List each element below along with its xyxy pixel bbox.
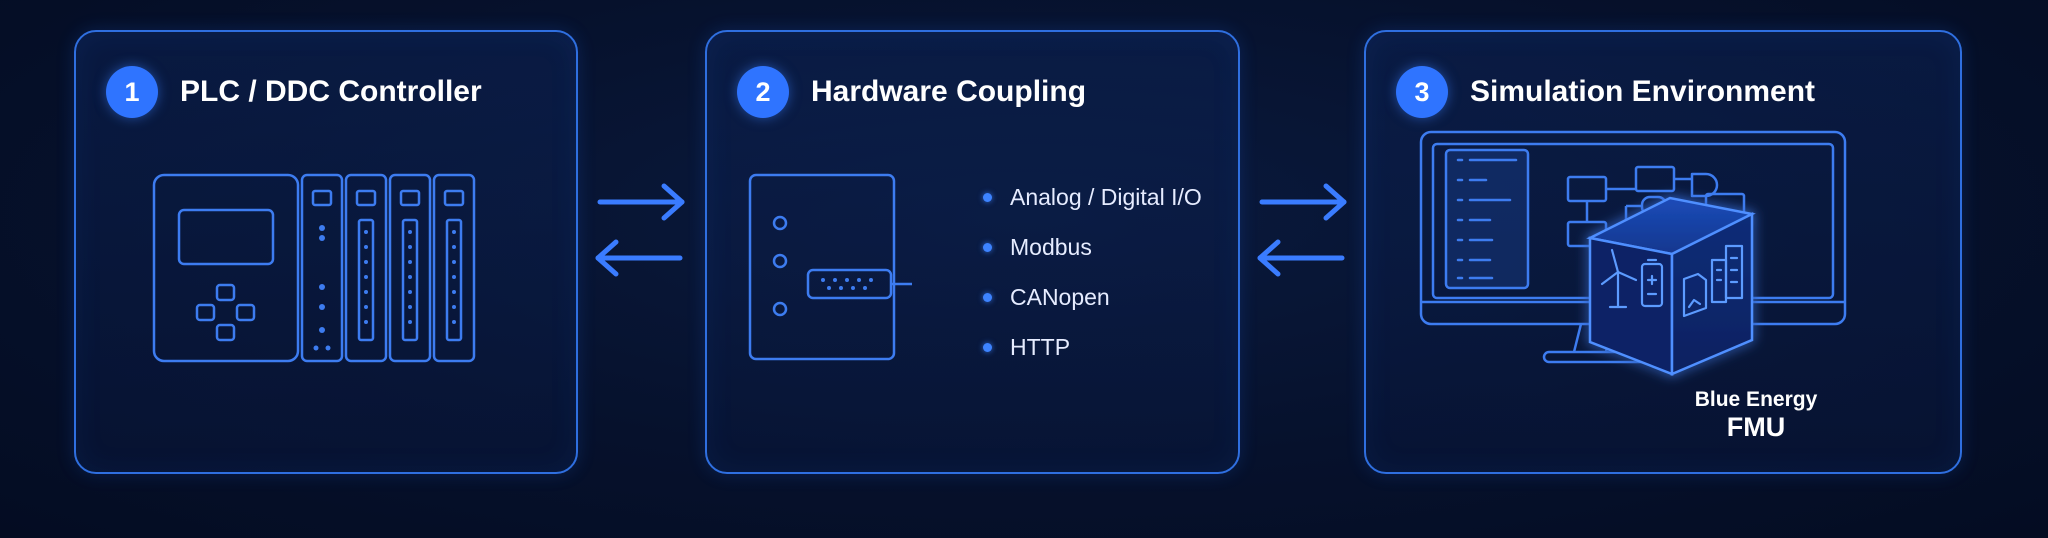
bullet-icon	[983, 192, 992, 202]
hardware-coupling-box-icon	[748, 173, 912, 361]
list-item: HTTP	[983, 322, 1202, 372]
panel-simulation-environment: 3 Simulation Environment	[1364, 30, 1962, 474]
interface-list: Analog / Digital I/O Modbus CANopen HTTP	[983, 172, 1202, 372]
fmu-label-line1: Blue Energy	[1694, 388, 1818, 411]
panel-title-coupling: Hardware Coupling	[811, 75, 1087, 108]
panel-plc-controller: 1 PLC / DDC Controller	[74, 30, 578, 474]
bullet-icon	[983, 292, 992, 302]
monitor-icon	[1419, 130, 1847, 376]
panel-title-simulation: Simulation Environment	[1470, 75, 1816, 108]
bidirectional-arrow-icon	[595, 183, 685, 277]
plc-controller-icon	[152, 173, 476, 363]
bullet-icon	[983, 342, 992, 352]
step-badge-1: 1	[106, 66, 158, 118]
bidirectional-arrow-icon	[1257, 183, 1347, 277]
step-badge-3: 3	[1396, 66, 1448, 118]
panel-hardware-coupling: 2 Hardware Coupling Analog / Digital I/O…	[705, 30, 1240, 474]
fmu-cube-icon	[1586, 196, 1756, 376]
panel-title-plc: PLC / DDC Controller	[180, 75, 482, 108]
list-item: Analog / Digital I/O	[983, 172, 1202, 222]
step-badge-2: 2	[737, 66, 789, 118]
fmu-label-line2: FMU	[1726, 412, 1786, 442]
list-item: Modbus	[983, 222, 1202, 272]
list-item: CANopen	[983, 272, 1202, 322]
bullet-icon	[983, 242, 992, 252]
